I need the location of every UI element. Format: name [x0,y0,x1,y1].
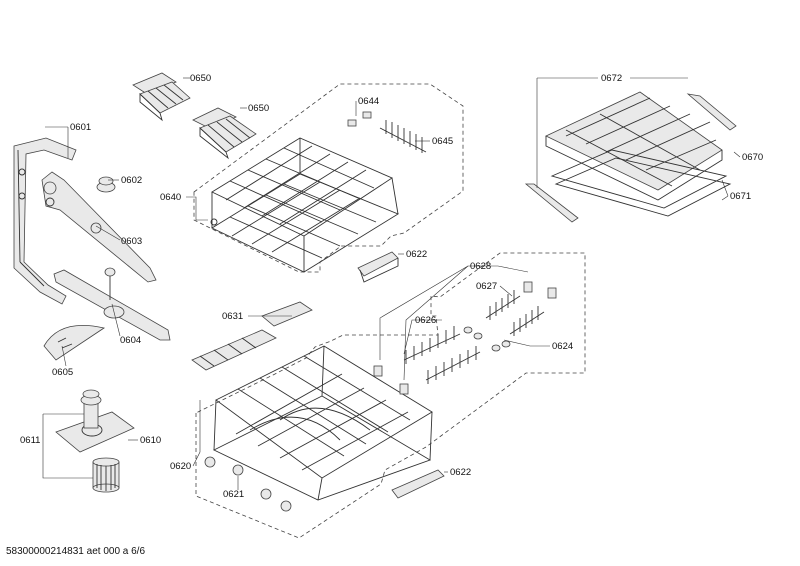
lower-basket-0620 [212,345,433,501]
part-label-0627: 0627 [476,281,497,292]
fine-filter-0611 [92,457,120,493]
part-label-0670: 0670 [742,152,763,163]
part-label-0622-lower: 0622 [450,467,471,478]
clips-0628 [373,281,557,395]
part-label-0611: 0611 [20,435,40,446]
clip-0644 [347,111,372,127]
part-label-0645: 0645 [432,136,453,147]
part-label-0650a: 0650 [190,73,211,84]
part-label-0610: 0610 [140,435,161,446]
part-label-0624: 0624 [552,341,573,352]
tine-rack-0627 [485,290,545,336]
part-label-0640: 0640 [160,192,181,203]
part-label-0621: 0621 [223,489,244,500]
leader-lines [42,77,741,490]
part-label-0626: 0626 [415,315,436,326]
holders-0624 [463,326,511,352]
basket-handle-0622-upper [357,251,399,283]
spray-deflector-0605 [43,325,105,361]
part-label-0620: 0620 [170,461,191,472]
part-label-0622-upper: 0622 [406,249,427,260]
cutlery-rack-0650-b [192,107,257,160]
part-label-0631: 0631 [222,311,243,322]
upper-basket-group-outline [193,83,464,273]
cutlery-rack-0650-a [132,72,191,122]
part-label-0650b: 0650 [248,103,269,114]
drawer-stops-0672 [524,93,737,223]
cutlery-drawer-0670 [545,91,723,201]
part-label-0602: 0602 [121,175,142,186]
wheels-0621 [204,456,292,512]
tine-row-0645 [379,120,427,153]
lower-basket-group-outline [195,252,586,539]
cutlery-rack-0631 [191,301,313,371]
upper-basket-0640 [210,137,399,273]
part-label-0672: 0672 [601,73,622,84]
part-label-0628: 0628 [470,261,491,272]
basket-handle-0622-lower [391,469,445,499]
document-reference-footer: 58300000214831 aet 000 a 6/6 [6,546,146,557]
part-label-0605: 0605 [52,367,73,378]
water-pipe-0601 [13,137,77,305]
part-label-0601: 0601 [70,122,91,133]
spray-arm-hub-0602 [96,176,116,193]
upper-spray-arm-0603 [41,171,157,283]
part-label-0644: 0644 [358,96,379,107]
tine-rack-0626 [403,326,481,384]
part-label-0604: 0604 [120,335,141,346]
micro-filter-0610 [55,389,135,453]
part-label-0671: 0671 [730,191,751,202]
drawer-rail-0671 [550,149,732,217]
part-label-0603: 0603 [121,236,142,247]
